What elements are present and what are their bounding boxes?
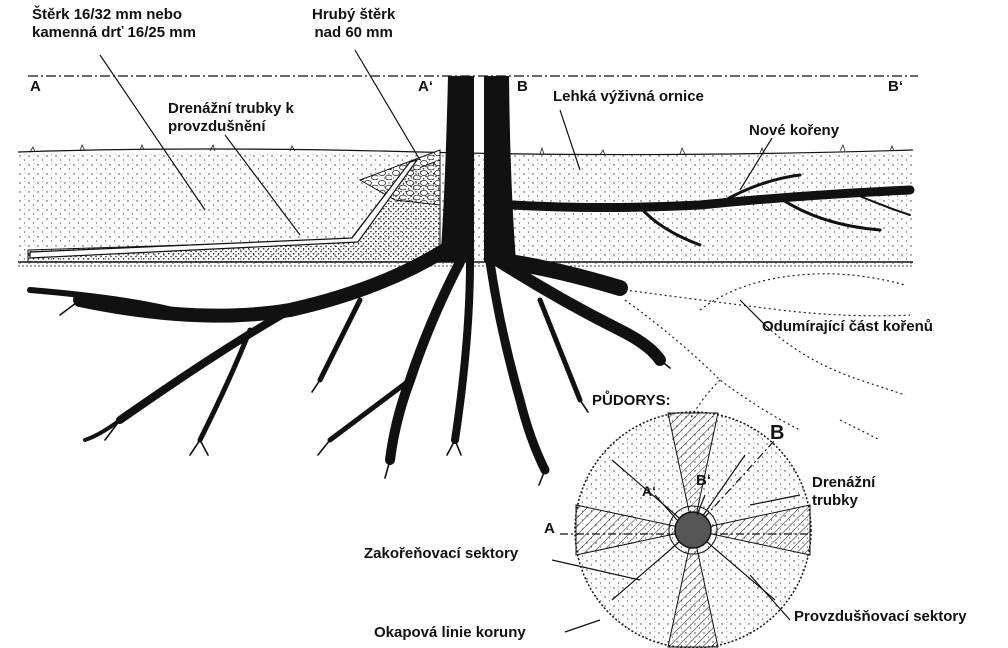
plan-a-prime-label: A‘ [642, 482, 656, 500]
drip-line-label: Okapová linie koruny [374, 624, 526, 642]
section-a-label: A [30, 78, 41, 96]
gravel-small-label: Štěrk 16/32 mm nebo kamenná drť 16/25 mm [32, 6, 196, 42]
section-b-label: B [517, 78, 528, 96]
plan-a-label: A [544, 520, 555, 538]
section-a-prime-label: A‘ [418, 78, 433, 96]
plan-title: PŮDORYS: [592, 392, 671, 410]
plan-b-label: B [770, 424, 784, 442]
section-b-prime-label: B‘ [888, 78, 903, 96]
aeration-sectors-label: Provzdušňovací sektory [794, 608, 967, 626]
dying-roots-label: Odumírající část kořenů [762, 318, 933, 336]
plan-view [560, 412, 811, 648]
drain-pipes-label: Drenážní trubky k provzdušnění [168, 100, 294, 136]
topsoil-label: Lehká výživná ornice [553, 88, 704, 106]
plan-b-prime-label: B‘ [696, 472, 711, 490]
plan-drain-label: Drenážní trubky [812, 474, 875, 510]
gravel-coarse-label: Hrubý štěrk nad 60 mm [312, 6, 395, 42]
plan-trunk [675, 512, 711, 548]
rooting-sectors-label: Zakořeňovací sektory [364, 545, 518, 563]
new-roots-label: Nové kořeny [749, 122, 839, 140]
